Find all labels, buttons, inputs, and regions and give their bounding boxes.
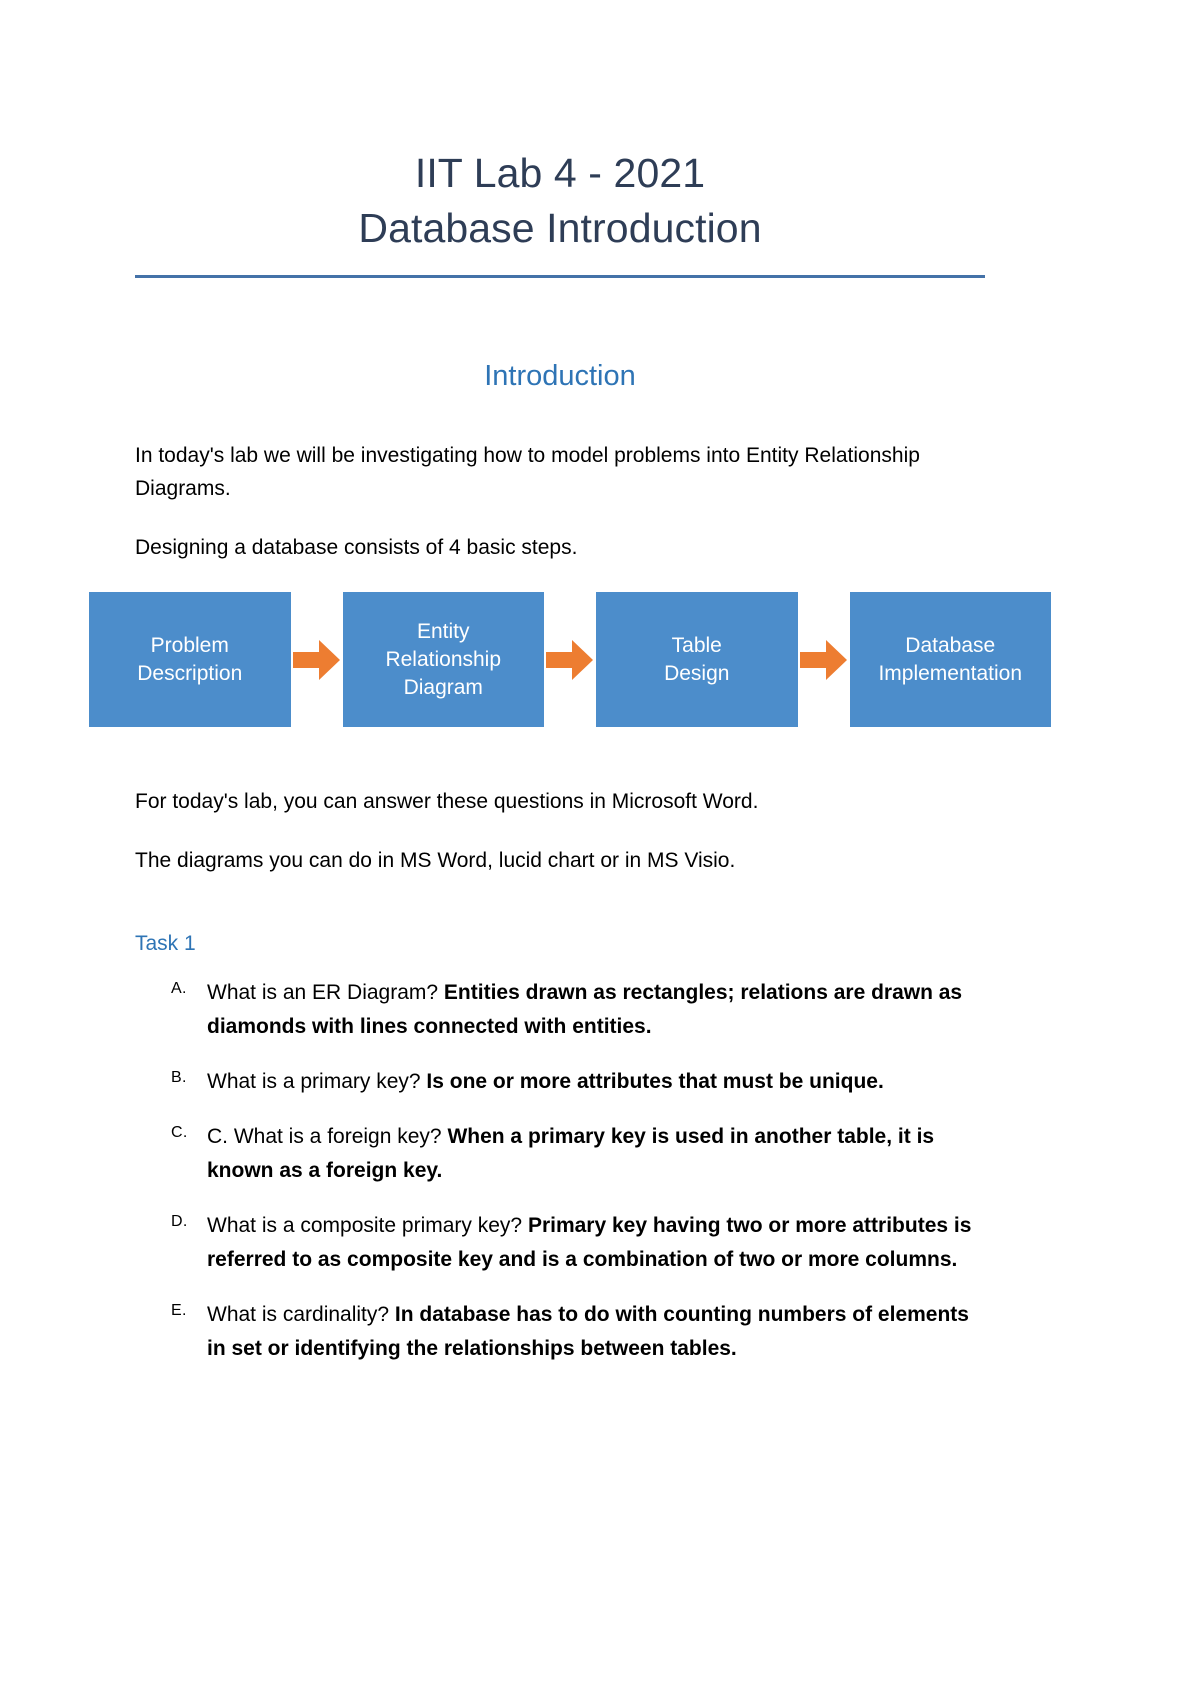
question-text: What is a primary key? xyxy=(207,1069,427,1093)
flowchart-box-problem-description: Problem Description xyxy=(89,592,291,728)
question-text: What is an ER Diagram? xyxy=(207,980,444,1004)
flowchart-arrow-3 xyxy=(798,592,850,727)
list-item: A. What is an ER Diagram? Entities drawn … xyxy=(135,976,985,1044)
answer-text: Entities drawn as rectangles; relations … xyxy=(207,980,963,1038)
answer-text: When a primary key is used in another ta… xyxy=(207,1124,935,1182)
list-marker: A. xyxy=(171,979,187,997)
flowchart-box-entity-relationship-diagram: Entity Relationship Diagram xyxy=(342,592,544,728)
list-marker: B. xyxy=(171,1068,187,1086)
flowchart-box-4-line-1: Database xyxy=(905,633,996,657)
flowchart-box-4-line-2: Implementation xyxy=(878,661,1023,685)
flowchart-box-3-line-2: Design xyxy=(664,661,730,685)
document-content: IIT Lab 4 - 2021 Database Introduction I… xyxy=(89,0,1051,1387)
flowchart-box-1-line-2: Description xyxy=(137,661,243,685)
question-text: What is a composite primary key? xyxy=(207,1213,528,1237)
paragraph-intro: In today's lab we will be investigating … xyxy=(135,443,920,500)
question-text: C. What is a foreign key? xyxy=(207,1124,448,1148)
arrow-right-icon xyxy=(799,639,847,680)
flowchart-box-2-line-3: Diagram xyxy=(403,675,483,699)
answer-text: In database has to do with counting numb… xyxy=(207,1302,969,1360)
flowchart-box-database-implementation: Database Implementation xyxy=(849,592,1051,728)
flowchart-arrow-1 xyxy=(291,592,343,727)
list-marker: E. xyxy=(171,1301,187,1319)
section-heading-introduction: Introduction xyxy=(484,359,636,392)
arrow-right-icon xyxy=(546,639,593,680)
flowchart-box-3-line-1: Table xyxy=(671,633,722,657)
flowchart-arrow-2 xyxy=(544,592,596,727)
flowchart-box-table-design: Table Design xyxy=(596,592,798,728)
paragraph-diagram-tools: The diagrams you can do in MS Word, luci… xyxy=(135,849,736,873)
list-item: B. What is a primary key? Is one or more … xyxy=(135,1065,985,1099)
task-heading: Task 1 xyxy=(135,931,196,955)
flowchart-box-2-line-2: Relationship xyxy=(385,647,502,671)
list-marker: D. xyxy=(171,1212,188,1230)
paragraph-answer-in-word: For today's lab, you can answer these qu… xyxy=(135,790,759,814)
list-item: E. What is cardinality? In database has t… xyxy=(135,1298,985,1366)
list-marker: C. xyxy=(171,1123,188,1141)
flowchart-box-2-line-1: Entity xyxy=(416,619,470,643)
question-text: What is cardinality? xyxy=(207,1302,395,1326)
design-steps-flowchart: Problem Description Entity Relationship … xyxy=(89,592,1051,728)
page-title-line-1: IIT Lab 4 - 2021 xyxy=(414,150,706,196)
answer-text: Is one or more attributes that must be u… xyxy=(426,1069,884,1093)
page-title-line-2: Database Introduction xyxy=(358,205,762,252)
paragraph-steps: Designing a database consists of 4 basic… xyxy=(135,536,578,560)
arrow-right-icon xyxy=(292,639,340,680)
list-item: C. C. What is a foreign key? When a prima… xyxy=(135,1120,985,1188)
flowchart-box-1-line-1: Problem xyxy=(150,633,229,657)
list-item: D. What is a composite primary key? Prima… xyxy=(135,1209,985,1277)
title-divider xyxy=(135,274,985,278)
answer-text: Primary key having two or more attribute… xyxy=(207,1213,972,1271)
page-title: IIT Lab 4 - 2021 Database Introduction xyxy=(135,0,985,257)
task-question-list: A. What is an ER Diagram? Entities drawn … xyxy=(135,956,985,1366)
